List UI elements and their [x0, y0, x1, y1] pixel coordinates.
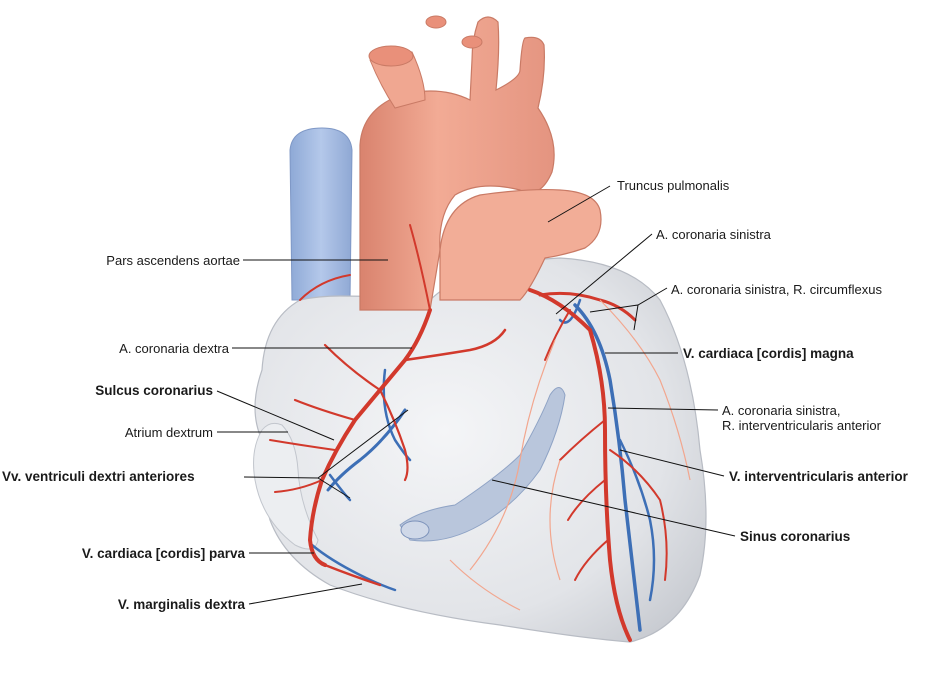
- label-atrium-dextrum: Atrium dextrum: [124, 425, 213, 440]
- leader-lines: [216, 185, 736, 605]
- label-sinus-coronarius: Sinus coronarius: [740, 529, 851, 544]
- label-v-marginalis-dextra: V. marginalis dextra: [117, 597, 245, 612]
- aorta-arch: [359, 16, 555, 311]
- label-r-interventricularis-line2: R. interventricularis anterior: [722, 418, 881, 433]
- label-pars-ascendens-aortae: Pars ascendens aortae: [106, 253, 240, 268]
- vena-cava-superior: [289, 127, 353, 301]
- superficial-vessels: [449, 299, 691, 611]
- label-v-cardiaca-magna: V. cardiaca [cordis] magna: [683, 346, 854, 361]
- arteries: [269, 224, 668, 642]
- truncus-pulmonalis-shape: [439, 188, 602, 301]
- heart-body: [254, 257, 707, 643]
- label-a-coronaria-sinistra: A. coronaria sinistra: [656, 227, 771, 242]
- label-a-coronaria-dextra: A. coronaria dextra: [119, 341, 229, 356]
- label-v-interventricularis-anterior: V. interventricularis anterior: [729, 469, 908, 484]
- label-v-cardiaca-parva: V. cardiaca [cordis] parva: [81, 546, 245, 561]
- label-truncus-pulmonalis: Truncus pulmonalis: [617, 178, 730, 193]
- label-r-interventricularis-line1: A. coronaria sinistra,: [722, 403, 841, 418]
- veins: [310, 298, 656, 632]
- label-sulcus-coronarius: Sulcus coronarius: [95, 383, 213, 398]
- label-r-circumflexus: A. coronaria sinistra, R. circumflexus: [671, 282, 882, 297]
- atrium-dextrum-shape: [253, 422, 319, 550]
- label-vv-ventriculi-dextri-anteriores: Vv. ventriculi dextri anteriores: [2, 469, 195, 484]
